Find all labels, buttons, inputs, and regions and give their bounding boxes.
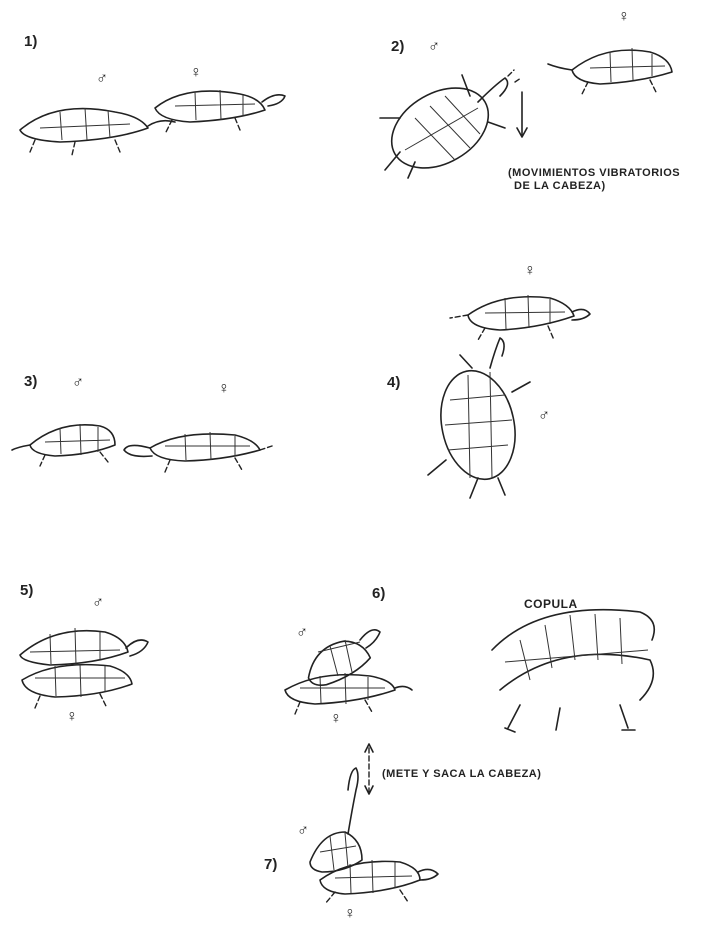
panel-4-female-symbol: ♀ (524, 262, 536, 280)
panel-3-male-turtle (12, 424, 115, 466)
panel-1-male-turtle (20, 108, 175, 155)
panel-1-female-symbol: ♀ (190, 64, 202, 82)
panel-7-female-symbol: ♀ (344, 905, 356, 923)
panel-6-female-symbol: ♀ (330, 710, 342, 728)
panel-5-female-symbol: ♀ (66, 708, 78, 726)
panel-4-female-turtle (450, 295, 590, 340)
panel-4-male-turtle (428, 338, 530, 498)
panel-7-male-turtle (310, 768, 362, 872)
copula-detail-drawing (492, 610, 654, 732)
panel-2-female-turtle (548, 48, 672, 94)
panel-2-male-symbol: ♂ (428, 38, 440, 56)
panel-5-step-number: 5) (20, 582, 33, 599)
panel-2-note-line-1: (MOVIMIENTOS VIBRATORIOS (508, 167, 680, 180)
panel-5-male-turtle (20, 628, 148, 665)
panel-2-female-symbol: ♀ (618, 8, 630, 26)
panel-2-male-turtle (377, 70, 521, 184)
copula-label: COPULA (524, 598, 578, 611)
panel-1-step-number: 1) (24, 33, 37, 50)
panel-5-male-symbol: ♂ (92, 594, 104, 612)
panel-3-female-turtle (124, 432, 272, 472)
panel-1-female-turtle (155, 90, 285, 132)
panel-6-step-number: 6) (372, 585, 385, 602)
panel-1-male-symbol: ♂ (96, 70, 108, 88)
panel-3-female-symbol: ♀ (218, 380, 230, 398)
panel-6-male-symbol: ♂ (296, 624, 308, 642)
panel-2-step-number: 2) (391, 38, 404, 55)
panel-5-female-turtle (22, 664, 132, 708)
panel-7-step-number: 7) (264, 856, 277, 873)
panel-6-female-turtle (285, 673, 412, 714)
panel-4-step-number: 4) (387, 374, 400, 391)
panel-7-male-symbol: ♂ (297, 822, 309, 840)
panel-3-step-number: 3) (24, 373, 37, 390)
panel-7-female-turtle (320, 860, 438, 904)
panel-7-note: (METE Y SACA LA CABEZA) (382, 768, 541, 781)
panel-4-male-symbol: ♂ (538, 407, 550, 425)
panel-2-note-line-2: DE LA CABEZA) (514, 180, 606, 193)
panel-3-male-symbol: ♂ (72, 374, 84, 392)
